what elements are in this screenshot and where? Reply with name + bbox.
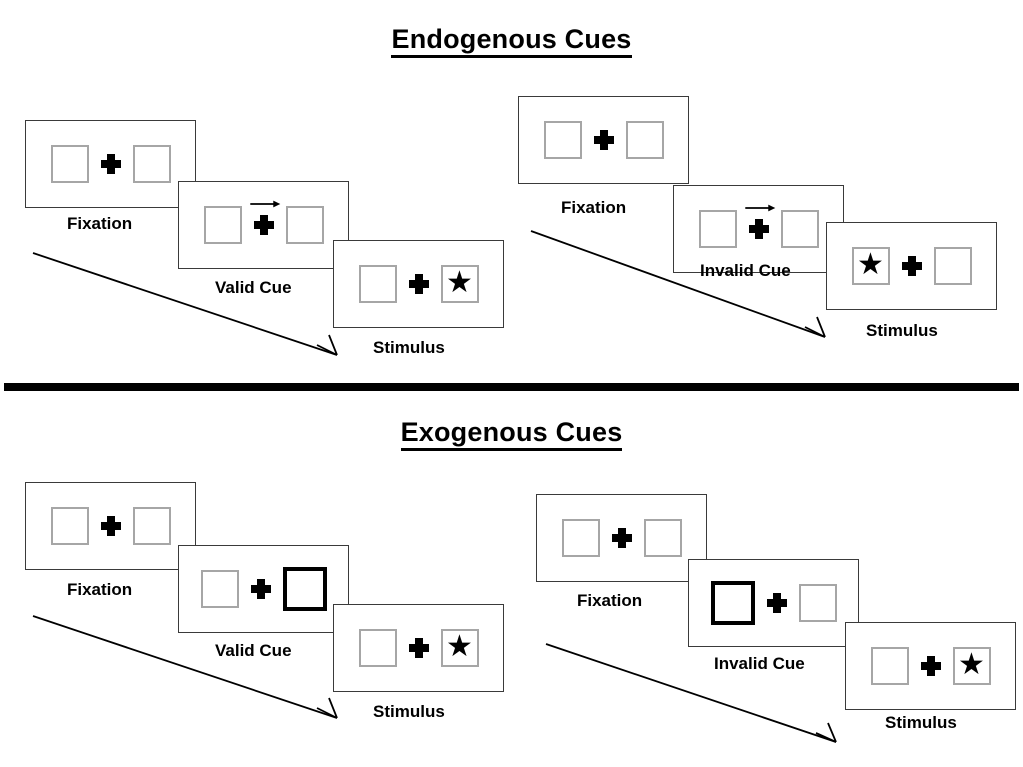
- target-box-left: ★: [851, 247, 890, 285]
- stage-label-exogenous-valid-fixation: Fixation: [67, 580, 133, 599]
- fixation-cross-icon: [600, 528, 644, 548]
- target-box-left: [50, 145, 89, 183]
- target-box-left: [543, 121, 582, 159]
- plus-glyph: [408, 638, 429, 658]
- stage-label-endogenous-invalid-fixation: Fixation: [561, 198, 627, 217]
- target-box-right: [132, 507, 171, 545]
- fixation-cross-icon: [737, 204, 781, 239]
- stage-label-endogenous-valid-cue: Valid Cue: [215, 278, 292, 297]
- stage-label-exogenous-valid-cue: Valid Cue: [215, 641, 292, 660]
- section-divider: [4, 383, 1019, 391]
- target-box-left: [50, 507, 89, 545]
- arrow-right-icon: [744, 204, 775, 212]
- star-icon: ★: [857, 248, 884, 281]
- panel-endogenous-valid-stimulus: ★: [333, 240, 504, 328]
- fixation-cross-icon: [582, 130, 626, 150]
- star-icon: ★: [446, 630, 473, 663]
- time-arrow-exogenous-invalid: [545, 643, 837, 743]
- star-icon: ★: [958, 648, 985, 681]
- page-title-endogenous: Endogenous Cues: [0, 24, 1023, 58]
- panel-endogenous-valid-fixation: [25, 120, 196, 208]
- target-box-right: [780, 210, 819, 248]
- panel-exogenous-valid-cue: [178, 545, 349, 633]
- stage-label-exogenous-invalid-cue: Invalid Cue: [714, 654, 805, 673]
- plus-glyph: [253, 215, 274, 235]
- target-box-right: ★: [440, 265, 479, 303]
- panel-exogenous-invalid-stimulus: ★: [845, 622, 1016, 710]
- target-box-right: [643, 519, 682, 557]
- target-box-right: [798, 584, 837, 622]
- cue-box-right: [282, 567, 327, 611]
- section-title-text: Endogenous Cues: [391, 24, 632, 58]
- target-box-left: [200, 570, 239, 608]
- target-box-right: [132, 145, 171, 183]
- fixation-cross-icon: [397, 274, 441, 294]
- fixation-cross-icon: [89, 516, 133, 536]
- target-box-right: ★: [952, 647, 991, 685]
- panel-content: ★: [358, 265, 479, 303]
- target-box-left: [358, 629, 397, 667]
- stage-label-endogenous-valid-fixation: Fixation: [67, 214, 133, 233]
- plus-glyph: [611, 528, 632, 548]
- stage-label-endogenous-invalid-cue: Invalid Cue: [700, 261, 791, 280]
- stage-label-exogenous-invalid-stimulus: Stimulus: [885, 713, 957, 732]
- plus-glyph: [920, 656, 941, 676]
- section-title-text: Exogenous Cues: [400, 417, 623, 451]
- page-title-exogenous: Exogenous Cues: [0, 417, 1023, 451]
- plus-glyph: [250, 579, 271, 599]
- panel-content: ★: [870, 647, 991, 685]
- target-box-right: [625, 121, 664, 159]
- target-box-right: [933, 247, 972, 285]
- panel-content: ★: [358, 629, 479, 667]
- fixation-cross-icon: [89, 154, 133, 174]
- star-icon: ★: [446, 266, 473, 299]
- panel-exogenous-invalid-fixation: [536, 494, 707, 582]
- panel-endogenous-invalid-cue: [673, 185, 844, 273]
- fixation-cross-icon: [890, 256, 934, 276]
- plus-glyph: [748, 219, 769, 239]
- panel-content: [543, 121, 664, 159]
- panel-endogenous-invalid-fixation: [518, 96, 689, 184]
- target-box-right: [285, 206, 324, 244]
- plus-glyph: [100, 154, 121, 174]
- fixation-cross-icon: [242, 200, 286, 235]
- target-box-right: ★: [440, 629, 479, 667]
- panel-content: [561, 519, 682, 557]
- panel-exogenous-valid-stimulus: ★: [333, 604, 504, 692]
- fixation-cross-icon: [909, 656, 953, 676]
- panel-endogenous-invalid-stimulus: ★: [826, 222, 997, 310]
- stage-label-endogenous-invalid-stimulus: Stimulus: [866, 321, 938, 340]
- panel-content: ★: [851, 247, 972, 285]
- fixation-cross-icon: [239, 579, 283, 599]
- stage-label-exogenous-valid-stimulus: Stimulus: [373, 702, 445, 721]
- panel-content: [50, 507, 171, 545]
- panel-content: [50, 145, 171, 183]
- stage-label-exogenous-invalid-fixation: Fixation: [577, 591, 643, 610]
- panel-content: [710, 581, 837, 625]
- arrow-right-icon: [249, 200, 280, 208]
- target-box-left: [870, 647, 909, 685]
- panel-content: [200, 567, 327, 611]
- panel-content: [698, 204, 819, 248]
- panel-content: [203, 200, 324, 244]
- plus-glyph: [593, 130, 614, 150]
- panel-exogenous-invalid-cue: [688, 559, 859, 647]
- fixation-cross-icon: [755, 593, 799, 613]
- panel-exogenous-valid-fixation: [25, 482, 196, 570]
- target-box-left: [203, 206, 242, 244]
- plus-glyph: [766, 593, 787, 613]
- target-box-left: [698, 210, 737, 248]
- cue-box-left: [710, 581, 755, 625]
- panel-endogenous-valid-cue: [178, 181, 349, 269]
- target-box-left: [561, 519, 600, 557]
- target-box-left: [358, 265, 397, 303]
- plus-glyph: [408, 274, 429, 294]
- stage-label-endogenous-valid-stimulus: Stimulus: [373, 338, 445, 357]
- plus-glyph: [100, 516, 121, 536]
- plus-glyph: [901, 256, 922, 276]
- fixation-cross-icon: [397, 638, 441, 658]
